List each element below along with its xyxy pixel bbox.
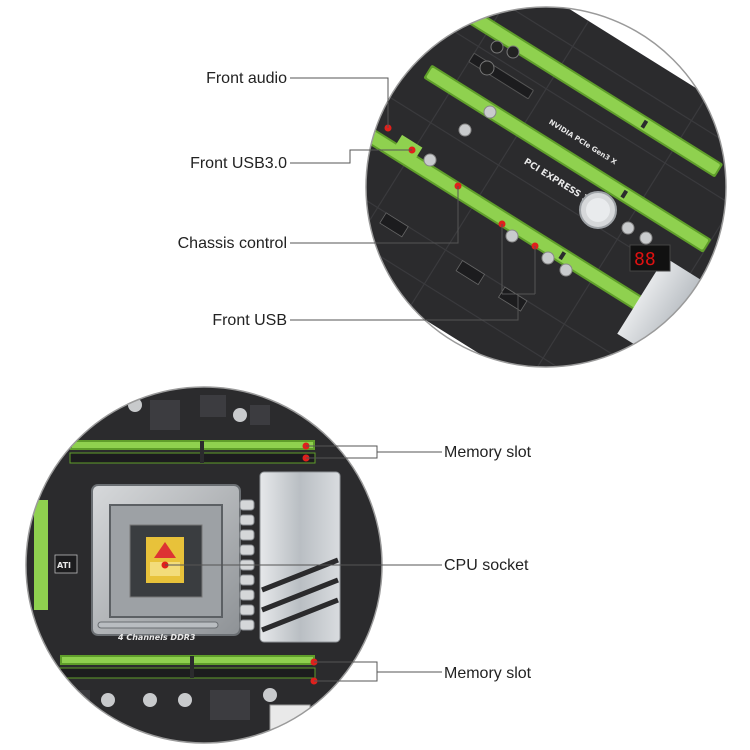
ati-logo-box: [54, 554, 78, 574]
label-front-usb: Front USB: [212, 312, 287, 329]
vrm-heatsink: [259, 471, 341, 643]
leader-front-usb: [290, 224, 536, 321]
label-front-usb3: Front USB3.0: [190, 155, 287, 172]
leader-front-audio: [290, 77, 389, 128]
pcie-slot-3: [366, 121, 649, 314]
label-chassis-control: Chassis control: [178, 235, 287, 252]
debug-led-display: [629, 244, 671, 272]
leader-chassis-control: [290, 186, 459, 244]
label-memory-slot-bottom: Memory slot: [444, 665, 532, 682]
pcie-slot-1: [461, 7, 723, 177]
leader-front-usb3: [290, 149, 412, 164]
ati-logo-text: ATI: [57, 561, 71, 570]
top-zoom-view: PCI EXPRESS 3.0 NVIDIA PCIe Gen3 X 88: [365, 6, 727, 368]
callout-labels: Front audio Front USB3.0 Chassis control…: [178, 70, 532, 682]
usb3-header: [393, 134, 423, 162]
ddr3-board-text: 4 Channels DDR3: [117, 633, 196, 642]
cpu-socket-assembly: [91, 484, 241, 636]
leader-memory-top: [306, 445, 442, 459]
label-cpu-socket: CPU socket: [444, 557, 529, 574]
svg-text:88: 88: [634, 249, 656, 270]
label-memory-slot-top: Memory slot: [444, 444, 532, 461]
leader-memory-bottom: [314, 661, 442, 682]
leader-lines: [165, 77, 536, 682]
label-front-audio: Front audio: [206, 70, 287, 87]
